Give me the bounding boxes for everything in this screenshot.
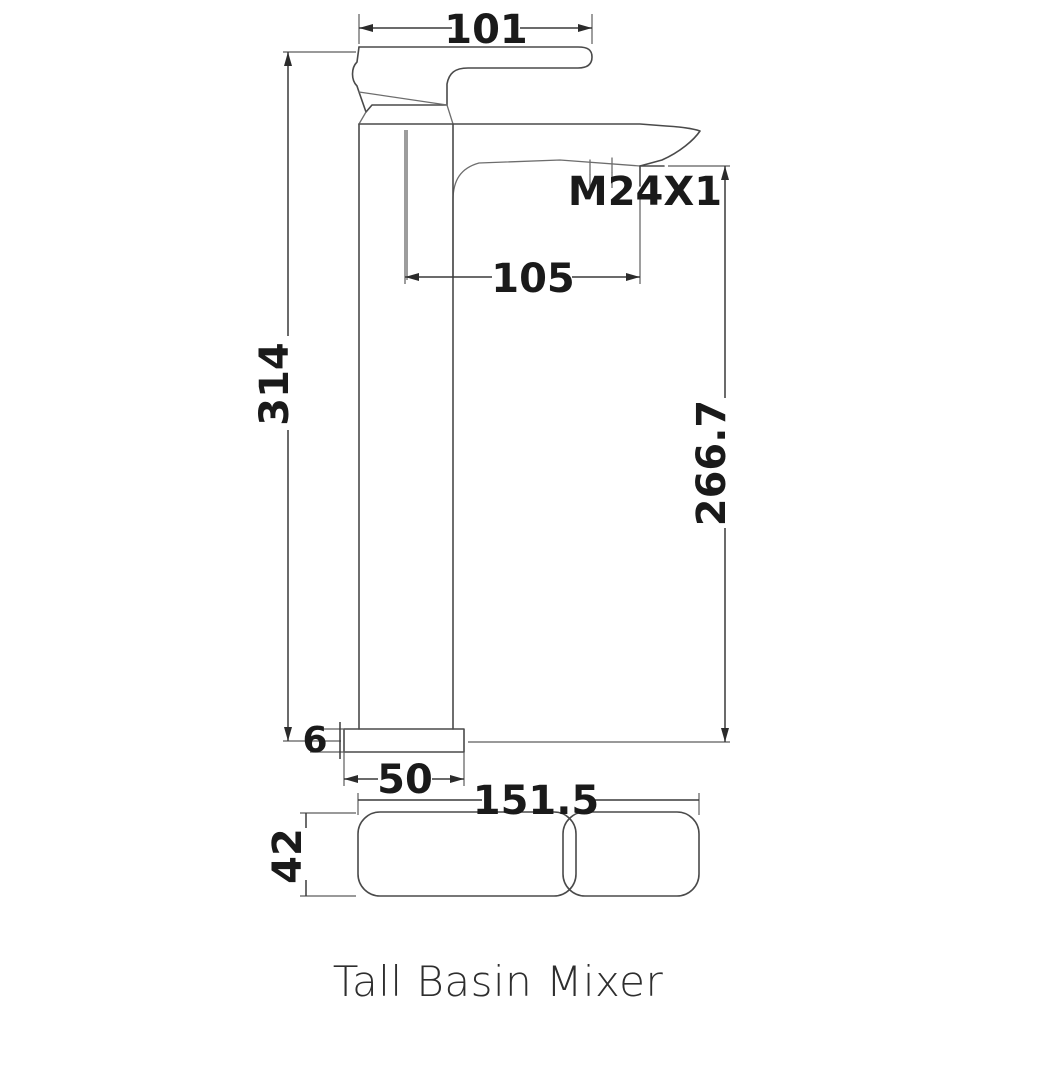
plan-view-geometry xyxy=(357,811,700,897)
thread-callout-label: M24X1 xyxy=(568,169,722,215)
column-body-outline xyxy=(358,123,454,730)
handle-lever-outline xyxy=(351,46,593,113)
body-shoulder-outline xyxy=(358,104,454,125)
dimension-105: 105 xyxy=(404,130,641,302)
dimension-151-5-label: 151.5 xyxy=(473,778,600,824)
dimension-266-7-label: 266.7 xyxy=(689,400,735,527)
dimension-101: 101 xyxy=(358,7,593,53)
dimension-314-label: 314 xyxy=(252,342,298,426)
plan-body-rect xyxy=(357,811,577,897)
dimension-151-5: 151.5 xyxy=(357,778,700,824)
dimension-101-label: 101 xyxy=(444,7,528,53)
base-plate-outline xyxy=(343,728,465,753)
spout-outlet-outline xyxy=(589,157,665,187)
plan-spout-rect xyxy=(562,811,700,897)
dimension-50-label: 50 xyxy=(377,757,433,803)
drawing-title-caption: Tall Basin Mixer xyxy=(333,957,664,1006)
dimension-50: 50 xyxy=(343,752,465,803)
dimension-314: 314 xyxy=(252,51,356,742)
dimension-42: 42 xyxy=(265,812,356,897)
dimension-6: 6 xyxy=(302,720,350,761)
dimension-6-label: 6 xyxy=(302,720,327,761)
spout-upper-outline xyxy=(452,123,701,167)
dimension-266-7: 266.7 xyxy=(468,165,735,743)
dimension-105-label: 105 xyxy=(491,256,575,302)
thread-callout-m24x1: M24X1 xyxy=(568,169,722,215)
elevation-geometry xyxy=(343,46,701,753)
dimension-42-label: 42 xyxy=(265,828,311,884)
